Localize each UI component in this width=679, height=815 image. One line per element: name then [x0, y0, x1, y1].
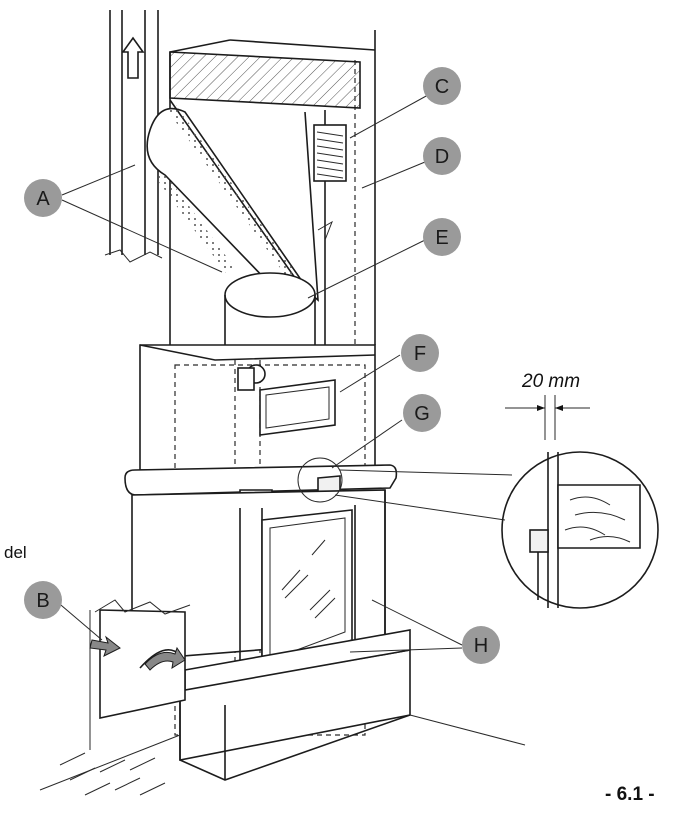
- callout-a-label: A: [36, 188, 50, 210]
- callout-a: A: [24, 179, 62, 217]
- callout-d-label: D: [435, 146, 449, 168]
- damper-panel: [259, 379, 336, 436]
- callout-b-label: B: [36, 590, 49, 612]
- callout-g: G: [403, 394, 441, 432]
- dimension-label: 20 mm: [521, 371, 580, 392]
- callout-g-label: G: [414, 403, 430, 425]
- callout-d: D: [423, 137, 461, 175]
- callout-h-label: H: [474, 635, 488, 657]
- floor-lines: [39, 714, 526, 796]
- figure-number: - 6.1 -: [605, 784, 655, 805]
- callout-b: B: [24, 581, 62, 619]
- callout-c-label: C: [435, 76, 449, 98]
- left-flue-pipe: [104, 10, 163, 263]
- up-arrow-icon: [121, 36, 145, 79]
- callout-f: F: [401, 334, 439, 372]
- callout-c: C: [423, 67, 461, 105]
- air-inlet-duct: [89, 599, 191, 750]
- dimension-20mm: 20 mm: [505, 371, 590, 440]
- flue-bracket: [237, 364, 266, 391]
- callout-h: H: [462, 626, 500, 664]
- leader-lines: [54, 94, 463, 653]
- insulated-flue-elbow: [146, 99, 319, 345]
- vent-grille: [313, 124, 347, 182]
- callout-e-label: E: [435, 227, 448, 249]
- airflow-arrow-icon: [89, 635, 186, 671]
- detail-magnifier: [297, 451, 659, 609]
- side-text: del: [4, 543, 27, 562]
- ceiling-beam: [169, 39, 376, 109]
- callout-f-label: F: [414, 343, 426, 365]
- callout-e: E: [423, 218, 461, 256]
